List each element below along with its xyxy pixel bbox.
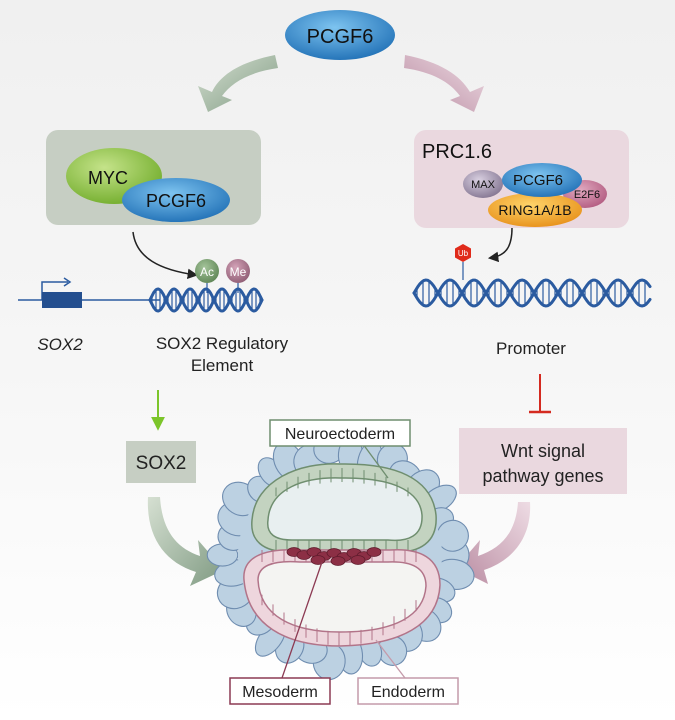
ring1-subunit: RING1A/1B [488, 193, 582, 227]
mesoderm-cells [286, 547, 382, 566]
curved-arrow-left [198, 55, 278, 112]
wnt-label-line1: Wnt signal [501, 441, 585, 461]
endoderm-callout: Endoderm [357, 639, 459, 705]
pcgf6-top-node: PCGF6 [285, 10, 395, 60]
acetylation-mark: Ac [195, 259, 219, 283]
pcgf6-subunit-right: PCGF6 [502, 163, 582, 197]
mesoderm-label: Mesoderm [242, 684, 318, 701]
ub-label: Ub [458, 249, 469, 258]
pcgf6-top-label: PCGF6 [307, 26, 374, 48]
neuroectoderm-callout: Neuroectoderm [269, 419, 411, 479]
max-label: MAX [471, 179, 496, 191]
regulatory-label-line2: Element [191, 356, 254, 375]
sox2-output-label: SOX2 [136, 453, 187, 474]
dna-helix-left [148, 287, 264, 313]
e2f6-label: E2F6 [574, 189, 600, 201]
sox2-exon-box [42, 292, 82, 308]
neuroectoderm-label: Neuroectoderm [285, 426, 395, 443]
pcgf6-protein-left: PCGF6 [122, 178, 230, 222]
pcgf6-label-right: PCGF6 [513, 172, 563, 189]
ring1-label: RING1A/1B [498, 202, 571, 218]
pcgf6-label-left: PCGF6 [146, 191, 206, 211]
ubiquitin-mark: Ub [455, 244, 471, 280]
ac-label: Ac [200, 265, 214, 279]
curved-arrow-to-embryo-right [456, 502, 531, 584]
inhibition-bar [529, 374, 551, 414]
regulatory-label-line1: SOX2 Regulatory [156, 334, 289, 353]
myc-to-dna-arrow [132, 231, 199, 280]
endoderm-label: Endoderm [371, 684, 445, 701]
dna-helix-right [412, 278, 652, 308]
mesoderm-callout: Mesoderm [229, 561, 331, 705]
max-subunit: MAX [463, 170, 503, 198]
wnt-genes-box [459, 428, 627, 494]
sox2-output-box [126, 441, 196, 483]
embryo-cross-section [206, 434, 475, 681]
neuroectoderm-layer [251, 463, 437, 553]
curved-arrow-right [404, 55, 484, 112]
promoter-label: Promoter [496, 339, 566, 358]
wnt-label-line2: pathway genes [482, 466, 603, 486]
methylation-mark: Me [226, 259, 250, 283]
prc16-to-ub-arrow [487, 227, 513, 263]
curved-arrow-to-embryo-left [147, 497, 224, 586]
sox2-gene-label: SOX2 [37, 335, 83, 354]
myc-label: MYC [88, 168, 128, 188]
me-label: Me [230, 265, 247, 279]
prc16-title: PRC1.6 [422, 141, 492, 163]
